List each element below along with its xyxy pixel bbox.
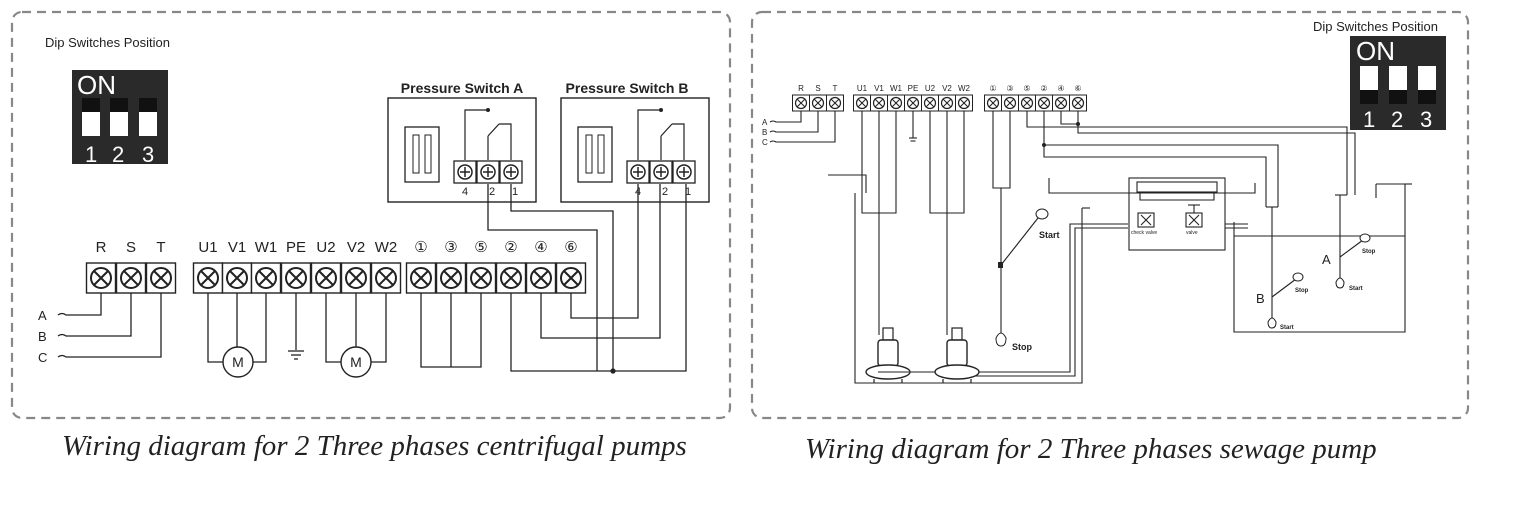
- right-wiring: [769, 111, 1412, 384]
- psb-term-1: 1: [685, 186, 691, 198]
- motor-1: M: [222, 346, 254, 378]
- left-terminal-blocks: [85, 262, 587, 294]
- floata-stop-label: Stop: [1362, 249, 1376, 255]
- left-dip-title: Dip Switches Position: [45, 35, 170, 50]
- right-dip-num-3: 3: [1420, 107, 1432, 132]
- pressure-switch-a-label: Pressure Switch A: [401, 80, 523, 96]
- right-phase-A: A: [762, 118, 768, 127]
- lbl-W2: W2: [375, 239, 398, 256]
- psa-term-2: 2: [489, 186, 495, 198]
- lbl-c3: ③: [444, 239, 457, 256]
- left-dip-num-2: 2: [112, 142, 124, 167]
- r-lbl-U2: U2: [925, 84, 936, 93]
- r-lbl-W2: W2: [958, 84, 971, 93]
- right-phase-C: C: [762, 138, 768, 147]
- left-terminal-labels: R S T U1 V1 W1 PE U2 V2 W2 ① ③ ⑤ ② ④ ⑥: [96, 239, 578, 256]
- lbl-U1: U1: [198, 239, 217, 256]
- right-dip-title: Dip Switches Position: [1313, 19, 1438, 34]
- right-dip-switch: ON 1 2 3: [1350, 36, 1446, 132]
- left-dip-num-1: 1: [85, 142, 97, 167]
- left-wiring: [57, 184, 687, 372]
- r-lbl-W1: W1: [890, 84, 903, 93]
- r-lbl-U1: U1: [857, 84, 868, 93]
- floata-start-label: Start: [1349, 286, 1363, 292]
- r-lbl-V2: V2: [942, 84, 952, 93]
- left-phase-A: A: [38, 308, 47, 323]
- ground-icon: [288, 350, 304, 360]
- left-diagram: Dip Switches Position ON 1 2 3 Pressure …: [10, 10, 732, 420]
- right-dip-on-label: ON: [1356, 36, 1395, 66]
- lbl-V2: V2: [347, 239, 365, 256]
- right-dip-num-2: 2: [1391, 107, 1403, 132]
- psa-term-1: 1: [512, 186, 518, 198]
- left-phase-C: C: [38, 350, 47, 365]
- r-lbl-R: R: [798, 84, 804, 93]
- floatb-stop-label: Stop: [1295, 288, 1309, 294]
- check-valve-label: check valve: [1131, 230, 1157, 236]
- lbl-W1: W1: [255, 239, 278, 256]
- float-bulbs: [995, 208, 1371, 347]
- lbl-R: R: [96, 239, 107, 256]
- pressure-switch-b-label: Pressure Switch B: [566, 80, 689, 96]
- r-lbl-c1: ①: [989, 84, 996, 93]
- float1-stop-label: Stop: [1012, 342, 1032, 352]
- right-dip-num-1: 1: [1363, 107, 1375, 132]
- float-labels: Start Stop Stop Start Stop Start: [1012, 230, 1376, 352]
- left-dip-switch: ON 1 2 3: [72, 70, 168, 167]
- r-lbl-c2: ②: [1040, 84, 1047, 93]
- psb-term-2: 2: [662, 186, 668, 198]
- lbl-c1: ①: [414, 239, 427, 256]
- lbl-c4: ④: [534, 239, 547, 256]
- right-diagram: Dip Switches Position ON 1 2 3 R S T U1 …: [750, 10, 1470, 420]
- pressure-switch-b: Pressure Switch B 4 2 1: [560, 80, 710, 203]
- lbl-c2: ②: [504, 239, 517, 256]
- lbl-S: S: [126, 239, 136, 256]
- r-lbl-PE: PE: [908, 84, 919, 93]
- float1-start-label: Start: [1039, 230, 1060, 240]
- left-phase-B: B: [38, 329, 47, 344]
- right-terminal-labels: R S T U1 V1 W1 PE U2 V2 W2 ① ③ ⑤ ② ④ ⑥: [798, 84, 1081, 93]
- lbl-c6: ⑥: [564, 239, 577, 256]
- lbl-PE: PE: [286, 239, 306, 256]
- right-phase-B: B: [762, 128, 767, 137]
- float-b-label: B: [1256, 291, 1265, 306]
- right-terminal-blocks: [791, 94, 1088, 112]
- r-lbl-S: S: [815, 84, 820, 93]
- motor-2-label: M: [350, 354, 362, 370]
- r-lbl-V1: V1: [874, 84, 884, 93]
- float-a-label: A: [1322, 252, 1331, 267]
- lbl-U2: U2: [316, 239, 335, 256]
- lbl-T: T: [156, 239, 165, 256]
- motor-1-label: M: [232, 354, 244, 370]
- psa-term-4: 4: [462, 186, 468, 198]
- sewage-pump-1: [865, 327, 911, 384]
- r-lbl-c5: ⑤: [1023, 84, 1030, 93]
- lbl-c5: ⑤: [474, 239, 487, 256]
- r-lbl-T: T: [833, 84, 838, 93]
- valve-label: valve: [1186, 230, 1198, 236]
- r-lbl-c4: ④: [1057, 84, 1064, 93]
- left-dip-on-label: ON: [77, 70, 116, 100]
- r-lbl-c6: ⑥: [1074, 84, 1081, 93]
- right-dashed-frame: [750, 10, 1470, 420]
- pressure-switch-a: Pressure Switch A 4 2 1: [387, 80, 537, 203]
- left-dashed-frame: [10, 10, 732, 420]
- floatb-start-label: Start: [1280, 325, 1294, 331]
- lbl-V1: V1: [228, 239, 246, 256]
- sewage-pump-2: [934, 327, 980, 384]
- right-caption: Wiring diagram for 2 Three phases sewage…: [805, 433, 1377, 465]
- left-caption: Wiring diagram for 2 Three phases centri…: [62, 430, 687, 462]
- motor-2: M: [340, 346, 372, 378]
- left-dip-num-3: 3: [142, 142, 154, 167]
- r-lbl-c3: ③: [1006, 84, 1013, 93]
